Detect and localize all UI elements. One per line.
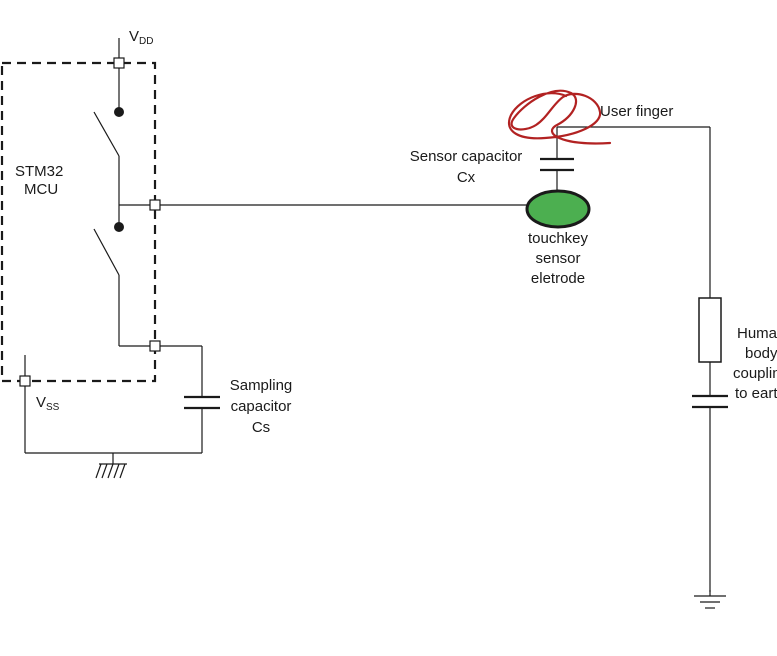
human-body-label-line3: coupling <box>733 365 777 382</box>
mcu-label-line1: STM32 <box>15 163 63 180</box>
human-body-label-line4: to earth <box>735 385 777 402</box>
human-body-resistor <box>698 297 722 363</box>
user-finger-label: User finger <box>600 103 673 120</box>
sensor-capacitor-label-line2: Cx <box>457 169 476 186</box>
mcu-label-line2: MCU <box>24 181 58 198</box>
vss-pin <box>19 375 31 387</box>
sensor-pin <box>149 199 161 211</box>
sampling-capacitor-label-line1: Sampling <box>230 377 293 394</box>
lower-switch-blade <box>93 228 120 276</box>
touchkey-electrode <box>525 189 591 229</box>
sensor-capacitor-label-line1: Sensor capacitor <box>410 148 523 165</box>
cs-pin <box>149 340 161 352</box>
vdd-pin <box>113 57 125 69</box>
vss-label: VSS <box>36 394 60 413</box>
upper-switch-blade <box>93 111 120 157</box>
human-body-label-line1: Human <box>737 325 777 342</box>
sampling-capacitor-label-line3: Cs <box>252 419 270 436</box>
touchkey-label-line1: touchkey <box>528 230 589 247</box>
chassis-ground-icon <box>95 463 127 479</box>
touchkey-label-line2: sensor <box>535 250 580 267</box>
human-body-label-line2: body <box>745 345 777 362</box>
upper-switch-contact <box>114 107 124 117</box>
vdd-label: VDD <box>129 28 153 47</box>
finger-scribble <box>508 89 612 145</box>
touchkey-label-line3: eletrode <box>531 270 585 287</box>
mcu-boundary <box>0 61 157 383</box>
sampling-capacitor-label-line2: capacitor <box>231 398 292 415</box>
earth-ground-icon <box>694 590 726 609</box>
lower-switch-contact <box>114 222 124 232</box>
